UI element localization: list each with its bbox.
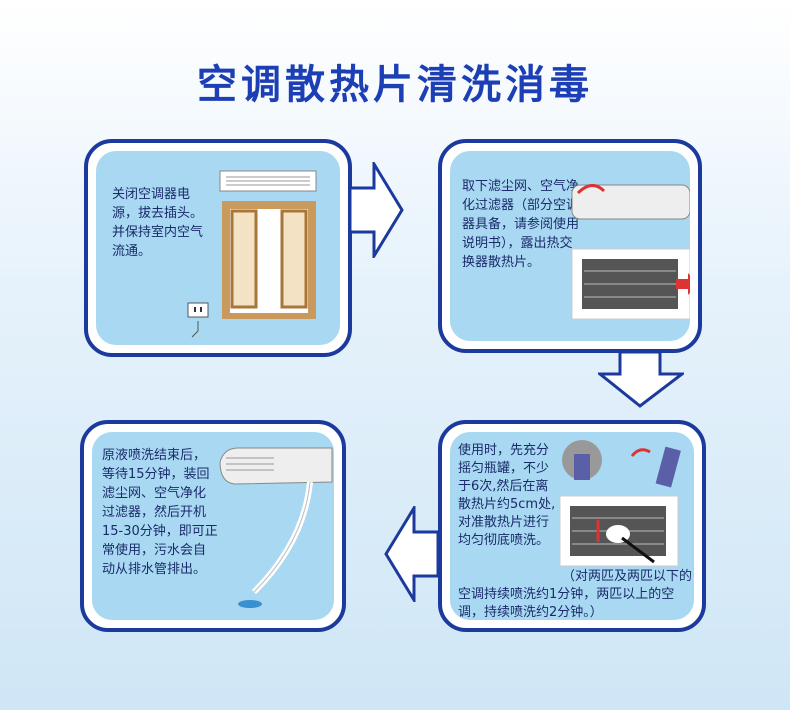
step-3-text: 使用时，先充分摇匀瓶罐，不少于6次,然后在离散热片约5cm处,对准散热片进行均匀… [458, 443, 556, 548]
arrow-down-icon [598, 350, 684, 408]
step-1-panel: 关闭空调器电源，拔去插头。并保持室内空气流通。 [84, 139, 352, 357]
arrow-right-icon [348, 162, 404, 258]
step-3-note: （对两匹及两匹以下的空调持续喷洗约1分钟，两匹以上的空调，持续喷洗约2分钟。） [458, 569, 693, 620]
step-4-text: 原液喷洗结束后，等待15分钟，装回滤尘网、空气净化过滤器，然后开机15-30分钟… [102, 448, 218, 577]
page-title: 空调散热片清洗消毒 [197, 62, 593, 108]
window-illustration [219, 170, 317, 319]
step-3-panel: 使用时，先充分摇匀瓶罐，不少于6次,然后在离散热片约5cm处,对准散热片进行均匀… [438, 420, 706, 632]
ac-drain-illustration [219, 447, 333, 608]
spray-illustration [560, 440, 681, 567]
ac-filter-illustration [571, 184, 690, 320]
power-plug-icon [187, 302, 209, 338]
arrow-left-icon [384, 506, 440, 602]
step-2-panel: 取下滤尘网、空气净化过滤器（部分空调器具备，请参阅使用说明书），露出热交换器散热… [438, 139, 702, 353]
step-1-text: 关闭空调器电源，拔去插头。并保持室内空气流通。 [112, 187, 204, 259]
step-2-text: 取下滤尘网、空气净化过滤器（部分空调器具备，请参阅使用说明书），露出热交换器散热… [462, 179, 580, 270]
step-4-panel: 原液喷洗结束后，等待15分钟，装回滤尘网、空气净化过滤器，然后开机15-30分钟… [80, 420, 346, 632]
